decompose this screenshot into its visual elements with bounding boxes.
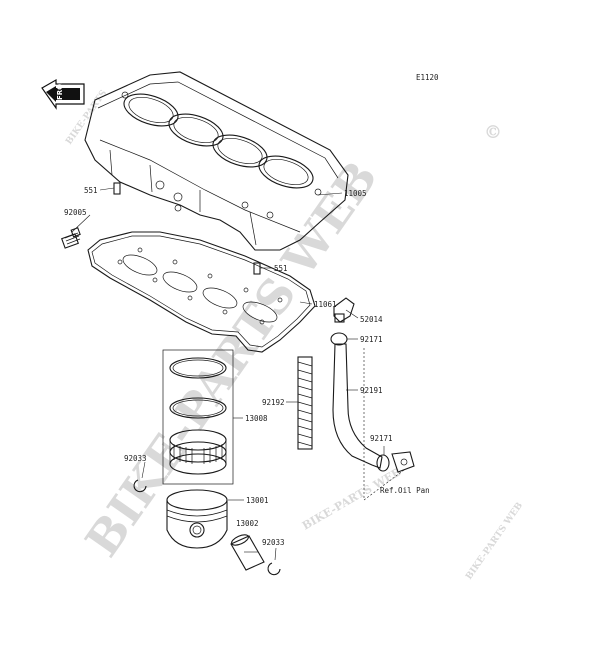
front-arrow-icon: FRONT xyxy=(41,73,85,110)
callout-92171-top: 92171 xyxy=(360,335,383,344)
leader-lines xyxy=(71,187,405,561)
clamp-bottom xyxy=(376,451,415,473)
callout-13008: 13008 xyxy=(245,414,268,423)
callout-ref-oil-pan: Ref.Oil Pan xyxy=(380,486,430,495)
stud-92192 xyxy=(297,356,313,450)
plug-92005 xyxy=(61,227,81,249)
piston-rings xyxy=(169,357,227,475)
dowel-pin-top xyxy=(113,182,121,195)
callout-92033-right: 92033 xyxy=(262,538,285,547)
circlip-right xyxy=(267,562,281,576)
callout-551-top: 551 xyxy=(84,186,98,195)
front-label: FRONT xyxy=(56,73,64,100)
cylinder-block xyxy=(84,71,349,251)
callout-92192: 92192 xyxy=(262,398,285,407)
dowel-pin-mid xyxy=(253,262,261,275)
watermark-copyright: © xyxy=(484,122,502,143)
callout-551-mid: 551 xyxy=(274,264,288,273)
watermark: BIKE-PARTS WEB © BIKE-PARTS WEB BIKE-PAR… xyxy=(64,89,525,582)
callout-92005: 92005 xyxy=(64,208,87,217)
piston-pin xyxy=(230,534,265,571)
callout-11061: 11061 xyxy=(314,300,337,309)
diagram-code: E1120 xyxy=(416,73,439,82)
piston-ring-box xyxy=(162,349,234,485)
callout-11005: 11005 xyxy=(344,189,367,198)
piston xyxy=(166,489,228,549)
callout-92191: 92191 xyxy=(360,386,383,395)
callout-52014: 52014 xyxy=(360,315,383,324)
circlip-left xyxy=(133,479,147,493)
clamp-top xyxy=(330,332,348,346)
callout-13001: 13001 xyxy=(246,496,269,505)
callout-92171-bottom: 92171 xyxy=(370,434,393,443)
fitting-52014 xyxy=(333,297,355,323)
watermark-small-center: BIKE-PARTS WEB xyxy=(300,465,404,532)
cylinder-gasket xyxy=(87,231,316,353)
watermark-corner-bottom-right: BIKE-PARTS WEB xyxy=(464,501,525,582)
callout-13002: 13002 xyxy=(236,519,259,528)
oil-hose xyxy=(332,343,383,469)
callout-92033-left: 92033 xyxy=(124,454,147,463)
